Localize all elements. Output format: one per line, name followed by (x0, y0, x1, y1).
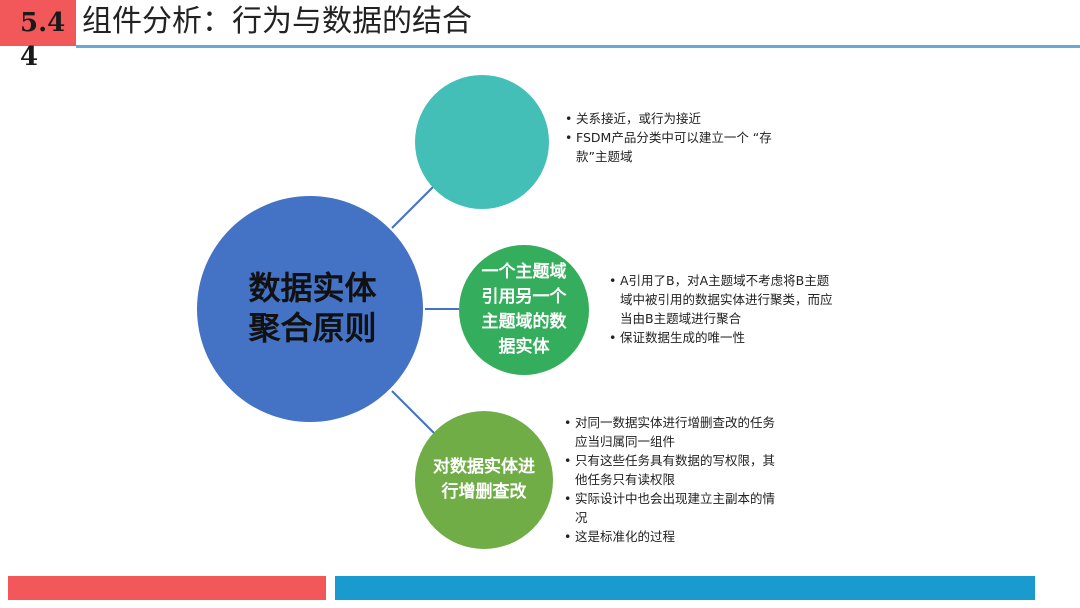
connector-teal (391, 185, 435, 229)
green-circle (459, 245, 589, 375)
branch-3-bullets: 对同一数据实体进行增删查改的任务应当归属同一组件 只有这些任务具有数据的写权限，… (564, 413, 784, 546)
section-badge: 5.44 (0, 0, 76, 72)
main-circle-label: 数据实体聚合原则 (200, 195, 425, 420)
title-underline (76, 45, 1080, 48)
teal-circle (415, 75, 549, 209)
bullet-item: FSDM产品分类中可以建立一个 “存款”主题域 (565, 128, 775, 166)
branch-2-bullets: A引用了B，对A主题域不考虑将B主题域中被引用的数据实体进行聚类，而应当由B主题… (609, 271, 839, 347)
bullet-item: 保证数据生成的唯一性 (609, 328, 839, 347)
page-title: 组件分析：行为与数据的结合 (82, 4, 472, 39)
bullet-item: 关系接近，或行为接近 (565, 109, 775, 128)
main-principle-text: 数据实体聚合原则 (248, 268, 377, 347)
olive-circle-label: 对数据实体进行增删查改 (414, 410, 554, 550)
bullet-item: 这是标准化的过程 (564, 527, 784, 546)
footer-bar-red (8, 576, 326, 600)
bullet-item: A引用了B，对A主题域不考虑将B主题域中被引用的数据实体进行聚类，而应当由B主题… (609, 271, 839, 328)
branch-2-title: 一个主题域引用另一个主题域的数据实体 (481, 262, 567, 357)
connector-olive (391, 390, 435, 434)
bullet-item: 只有这些任务具有数据的写权限，其他任务只有读权限 (564, 451, 784, 489)
olive-circle (415, 411, 553, 549)
branch-1-bullets: 关系接近，或行为接近 FSDM产品分类中可以建立一个 “存款”主题域 (565, 109, 775, 166)
branch-3-title: 对数据实体进行增删查改 (433, 457, 535, 502)
green-circle-label: 一个主题域引用另一个主题域的数据实体 (460, 240, 588, 380)
section-number: 5.44 (20, 8, 66, 72)
footer-bar-blue (335, 576, 1035, 600)
bullet-item: 实际设计中也会出现建立主副本的情况 (564, 489, 784, 527)
bullet-item: 对同一数据实体进行增删查改的任务应当归属同一组件 (564, 413, 784, 451)
main-circle (197, 196, 423, 422)
